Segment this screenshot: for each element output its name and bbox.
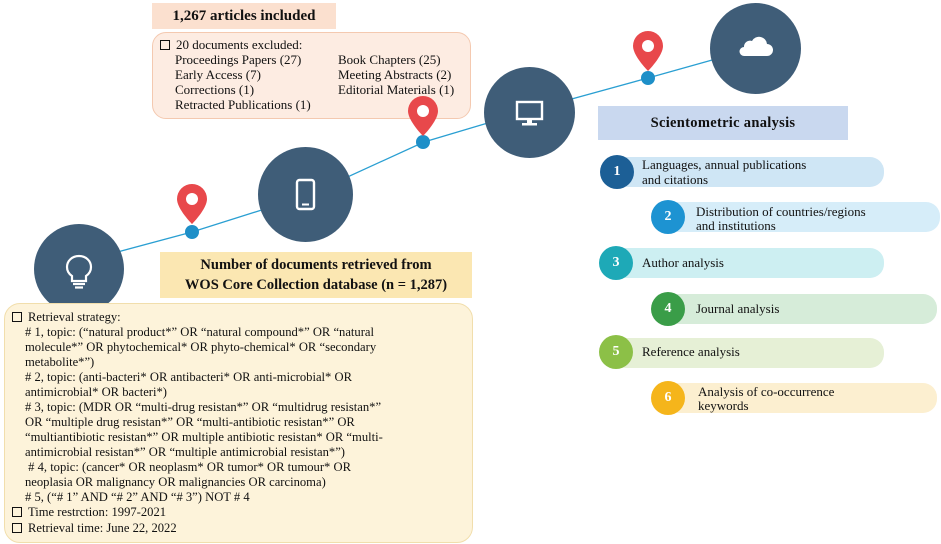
analysis-item-label: and institutions	[696, 218, 776, 233]
retrieved-title-line1: Number of documents retrieved from	[200, 257, 432, 273]
analysis-item-label: Reference analysis	[642, 344, 740, 359]
checkbox-square-icon	[12, 312, 22, 323]
analysis-number-badge: 5	[599, 335, 633, 369]
analysis-item-label: Analysis of co-occurrence	[698, 384, 835, 399]
retrieved-title-line2: WOS Core Collection database (n = 1,287)	[184, 277, 448, 293]
analysis-item-label: Languages, annual publications	[642, 157, 807, 172]
retrieval-time: Retrieval time: June 22, 2022	[12, 521, 177, 536]
retrieval-strategy-box: Retrieval strategy: # 1, topic: (“natura…	[4, 303, 473, 543]
cloud-icon	[739, 36, 773, 56]
scientometric-analysis-heading: Scientometric analysis	[598, 106, 848, 140]
strategy-line: # 5, (“# 1” AND “# 2” AND “# 3”) NOT # 4	[25, 490, 250, 504]
analysis-number-badge: 6	[651, 381, 685, 415]
analysis-item-4	[665, 294, 937, 324]
included-count-heading: 1,267 articles included	[152, 3, 336, 29]
retrieved-count-heading: Number of documents retrieved from WOS C…	[160, 252, 472, 298]
excluded-item: Meeting Abstracts (2)	[338, 67, 452, 82]
smartphone-circle	[258, 147, 353, 242]
analysis-item-label: and citations	[642, 172, 709, 187]
analysis-item-label: keywords	[698, 398, 749, 413]
analysis-number-badge: 2	[651, 200, 685, 234]
lightbulb-circle	[34, 224, 124, 314]
analysis-item-2	[664, 202, 940, 232]
checkbox-square-icon	[160, 40, 170, 51]
lightbulb-icon	[65, 254, 93, 289]
analysis-number-badge: 3	[599, 246, 633, 280]
analysis-number-badge: 1	[600, 155, 634, 189]
strategy-line: # 2, topic: (anti-bacteri* OR antibacter…	[25, 370, 352, 384]
strategy-line: # 4, topic: (cancer* OR neoplasm* OR tum…	[25, 460, 351, 474]
strategy-label: Retrieval strategy:	[12, 310, 121, 325]
excluded-item: Corrections (1)	[175, 82, 255, 97]
timeline-dot	[641, 71, 655, 85]
strategy-line: molecule*” OR phytochemical* OR phyto-ch…	[25, 340, 377, 354]
monitor-circle	[484, 67, 575, 158]
checkbox-square-icon	[12, 507, 22, 518]
strategy-line: “multiantibiotic resistan*” OR multiple …	[25, 430, 383, 444]
map-pin-icon	[633, 31, 663, 71]
analysis-item-5	[612, 338, 884, 368]
strategy-line: metabolite*”)	[25, 355, 95, 369]
excluded-item: Early Access (7)	[175, 67, 261, 82]
analysis-item-1	[614, 157, 884, 187]
map-pin-icon	[408, 96, 438, 136]
cloud-circle	[710, 3, 801, 94]
analysis-item-label: Journal analysis	[696, 301, 780, 316]
checkbox-square-icon	[12, 523, 22, 534]
map-pin-icon	[177, 184, 207, 224]
analysis-item-label: Author analysis	[642, 255, 724, 270]
strategy-line: antimicrobial* OR bacteri*)	[25, 385, 167, 399]
excluded-item: Book Chapters (25)	[338, 52, 441, 67]
analysis-item-label: Distribution of countries/regions	[696, 204, 866, 219]
strategy-line: # 1, topic: (“natural product*” OR “natu…	[25, 325, 375, 339]
monitor-icon	[515, 100, 544, 126]
analysis-item-3	[612, 248, 884, 278]
smartphone-icon	[295, 178, 316, 211]
timeline-dot	[416, 135, 430, 149]
strategy-line: OR “multiple drug resistan*” OR “multi-a…	[25, 415, 355, 429]
excluded-item: Editorial Materials (1)	[338, 82, 455, 97]
excluded-header: 20 documents excluded:	[160, 37, 302, 52]
strategy-line: # 3, topic: (MDR OR “multi-drug resistan…	[25, 400, 382, 414]
excluded-item: Proceedings Papers (27)	[175, 52, 302, 67]
time-restriction: Time restrction: 1997-2021	[12, 505, 166, 520]
strategy-line: neoplasia OR malignancy OR malignancies …	[25, 475, 326, 489]
strategy-line: antimicrobial resistan*” OR “multiple an…	[25, 445, 345, 459]
excluded-documents-box: 20 documents excluded: Proceedings Paper…	[152, 32, 471, 119]
excluded-item: Retracted Publications (1)	[175, 97, 311, 112]
analysis-item-6	[665, 383, 937, 413]
analysis-number-badge: 4	[651, 292, 685, 326]
timeline-dot	[185, 225, 199, 239]
